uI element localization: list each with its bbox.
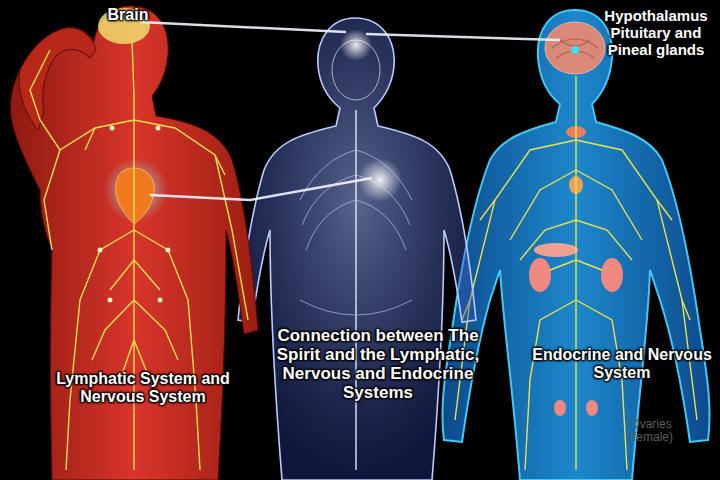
connection-lines bbox=[140, 22, 560, 200]
lymphatic-figure bbox=[11, 6, 258, 480]
endocrine-figure bbox=[442, 10, 709, 480]
label-text: Ovaries (female) bbox=[612, 418, 690, 445]
label-text: Hypothalamus Pituitary and Pineal glands bbox=[598, 8, 714, 58]
label-text: Connection between The Spirit and the Ly… bbox=[272, 326, 484, 402]
label-text: Brain bbox=[78, 6, 178, 24]
label-text: Lymphatic System and Nervous System bbox=[28, 370, 258, 406]
label-text: Endocrine and Nervous System bbox=[532, 346, 712, 382]
spirit-figure bbox=[238, 18, 476, 480]
